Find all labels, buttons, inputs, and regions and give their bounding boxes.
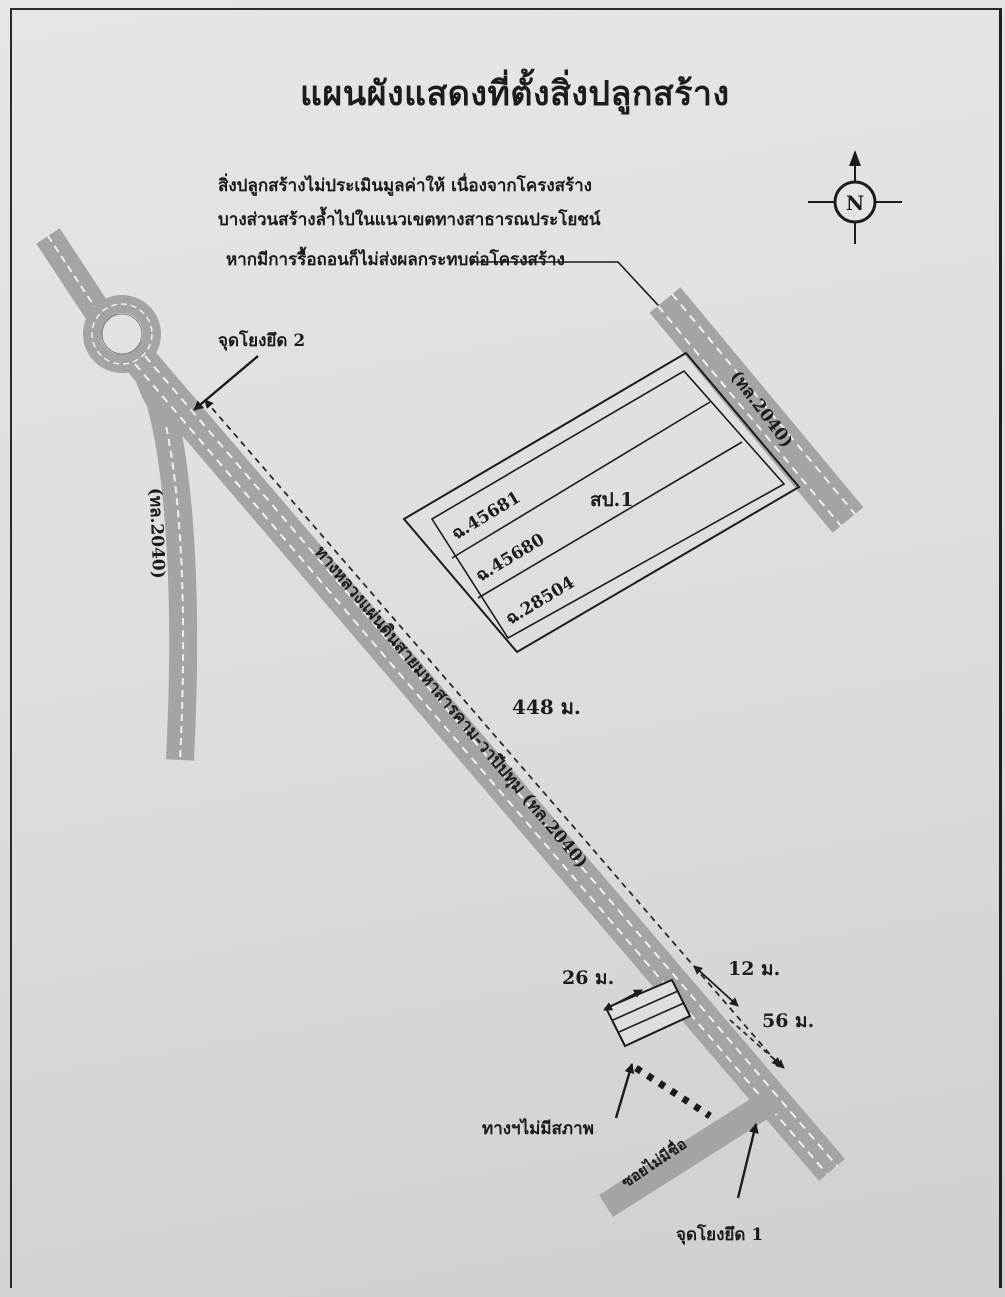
map-title: แผนผังแสดงที่ตั้งสิ่งปลูกสร้าง (300, 74, 730, 114)
small-structure (604, 978, 692, 1048)
distance-label-12: 12 ม. (728, 958, 780, 980)
connection-point-2-label: จุดโยงยึด 2 (218, 330, 305, 351)
connection-point-2-arrow (193, 355, 259, 411)
distance-label-56: 56 ม. (762, 1010, 814, 1032)
note-line-1: สิ่งปลูกสร้างไม่ประเมินมูลค่าให้ เนื่องจ… (218, 176, 592, 196)
note-line-2: บางส่วนสร้างล้ำไปในแนวเขตทางสาธารณประโยช… (218, 210, 601, 230)
main-highway (127, 348, 845, 1182)
connection-point-1-arrow (736, 1123, 759, 1199)
side-lane-road (599, 1091, 777, 1217)
defunct-path-dotted (634, 1065, 712, 1119)
defunct-path-label: ทางฯไม่มีสภาพ (482, 1118, 594, 1139)
connection-point-1-label: จุดโยงยึด 1 (676, 1224, 763, 1245)
dimension-arrow-12 (693, 965, 739, 1007)
left-road-label: (ทล.2040) (145, 487, 168, 579)
parcel-label-45681: ฉ.45681 (448, 488, 524, 545)
sheet-border (10, 8, 1002, 1288)
defunct-path-arrow (614, 1063, 635, 1119)
plot-code-label: สป.1 (590, 489, 634, 511)
note-line-3: หากมีการรื้อถอนก็ไม่ส่งผลกระทบต่อโครงสร้… (226, 250, 565, 270)
dimension-arrow-56 (729, 1019, 785, 1069)
distance-label-448: 448 ม. (512, 695, 581, 719)
roundabout (83, 295, 161, 373)
distance-label-26: 26 ม. (562, 967, 614, 989)
dimension-arrow-26 (603, 989, 643, 1011)
distance-line-448 (204, 399, 781, 1067)
north-arrow-icon: N (808, 150, 902, 244)
compass-label: N (846, 191, 864, 215)
parcel-group (402, 351, 801, 654)
